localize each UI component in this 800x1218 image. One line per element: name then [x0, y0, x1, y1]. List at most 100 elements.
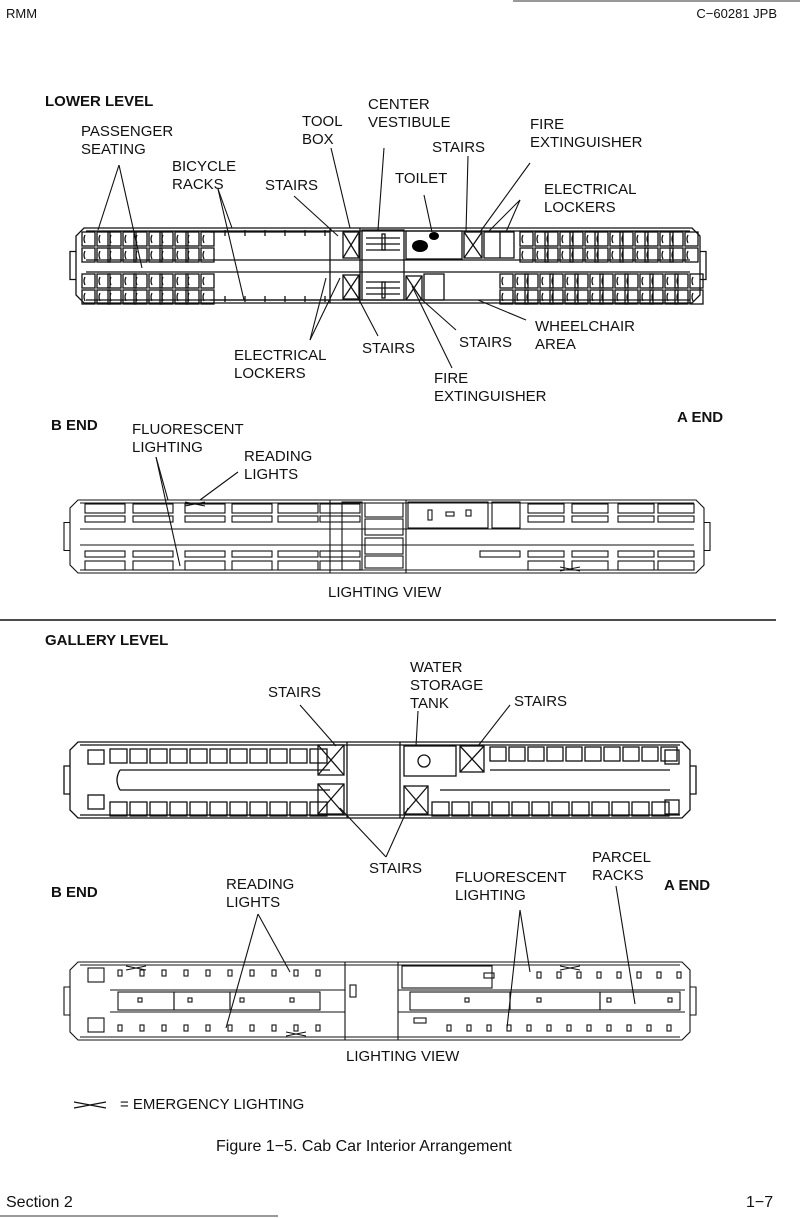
label-fire-extinguisher-bottom: FIRE EXTINGUISHER: [434, 370, 547, 405]
seat-back: [541, 292, 544, 302]
fluorescent-fixture: [84, 515, 126, 523]
light: [137, 997, 143, 1003]
seat: [564, 273, 579, 289]
stairwell: [341, 501, 363, 571]
seat: [133, 231, 148, 247]
gallery-seat: [289, 748, 308, 764]
stairs: [317, 783, 345, 815]
reading-light-panel: [657, 503, 695, 514]
reading-light: [117, 969, 123, 977]
reading-light: [656, 971, 662, 979]
leader-line: [225, 913, 259, 1029]
seat: [669, 231, 684, 247]
seat-back: [187, 276, 190, 286]
seat: [549, 289, 564, 305]
stairs: [342, 231, 360, 259]
light: [667, 997, 673, 1003]
seat-back: [551, 276, 554, 286]
reading-light: [249, 1024, 255, 1032]
reading-light-panel: [571, 560, 609, 571]
seat: [659, 247, 674, 263]
seat: [609, 231, 624, 247]
seat: [619, 247, 634, 263]
light: [445, 511, 455, 517]
seat-back: [621, 234, 624, 244]
stairs-diag: [317, 783, 345, 815]
car-body-outline: [75, 227, 701, 304]
coupler-a-end: [704, 521, 711, 552]
gallery-seat: [571, 801, 590, 817]
label-stairs-bottom-right: STAIRS: [459, 334, 513, 351]
rail: [440, 769, 670, 791]
leader-line: [330, 147, 351, 229]
seat: [584, 247, 599, 263]
reading-light: [205, 1024, 211, 1032]
seat: [564, 289, 579, 305]
seat-back: [526, 276, 529, 286]
gallery-seat: [603, 746, 621, 762]
seat: [185, 231, 200, 247]
fluorescent-fixture: [571, 515, 609, 523]
seat-back: [176, 250, 179, 260]
gallery-seat: [149, 748, 168, 764]
reading-light-panel: [132, 560, 174, 571]
label-reading-lights-lower: READING LIGHTS: [244, 448, 313, 483]
seat-back: [536, 234, 539, 244]
reading-light: [315, 1024, 321, 1032]
seat: [539, 289, 554, 305]
header-left: RMM: [6, 6, 38, 21]
emergency-light: [285, 1031, 307, 1037]
gallery-seat: [584, 746, 602, 762]
reading-light: [205, 969, 211, 977]
seat: [689, 289, 704, 305]
lower-level-title: LOWER LEVEL: [45, 93, 154, 110]
toilet-room: [405, 230, 463, 260]
gallery-seat: [149, 801, 168, 817]
gallery-seat: [489, 746, 507, 762]
seat-back: [666, 276, 669, 286]
locker: [364, 537, 404, 555]
reading-light: [183, 1024, 189, 1032]
gallery-level-lighting-plan: [63, 961, 697, 1041]
seat-back: [124, 292, 127, 302]
leader-line: [479, 162, 531, 233]
car-body-outline: [69, 961, 691, 1041]
gallery-seat: [129, 801, 148, 817]
seat-back: [676, 276, 679, 286]
label-fluorescent-lighting-gallery: FLUORESCENT LIGHTING: [455, 869, 567, 904]
seat: [81, 247, 96, 263]
label-stairs-bottom-left: STAIRS: [362, 340, 416, 357]
light: [464, 997, 470, 1003]
seat-back: [536, 250, 539, 260]
seat-back: [691, 276, 694, 286]
seat-back: [651, 292, 654, 302]
seat-back: [691, 292, 694, 302]
fire-extinguisher-cab: [423, 273, 445, 301]
seat: [524, 273, 539, 289]
reading-light: [293, 1024, 299, 1032]
stairs-diag: [342, 274, 360, 300]
gallery-seat: [209, 748, 228, 764]
figure-caption: Figure 1−5. Cab Car Interior Arrangement: [216, 1138, 512, 1155]
fluorescent-fixture: [527, 515, 565, 523]
gallery-seat: [660, 746, 678, 762]
seat-back: [576, 292, 579, 302]
fluorescent-fixture: [319, 515, 361, 523]
emergency-light: [559, 965, 581, 971]
reading-light: [446, 1024, 452, 1032]
car-body-outline: [69, 499, 705, 574]
fluorescent-fixture: [132, 550, 174, 558]
center-vestibule: [361, 229, 405, 301]
leader-line: [615, 885, 636, 1005]
seat: [614, 273, 629, 289]
door-handle: [381, 233, 386, 251]
seat-back: [124, 234, 127, 244]
leader-line: [477, 704, 511, 747]
gallery-seat: [641, 746, 659, 762]
leader-line: [477, 299, 527, 321]
seat: [664, 273, 679, 289]
seat-back: [586, 250, 589, 260]
legend-text: = EMERGENCY LIGHTING: [120, 1096, 305, 1113]
seat-back: [150, 250, 153, 260]
